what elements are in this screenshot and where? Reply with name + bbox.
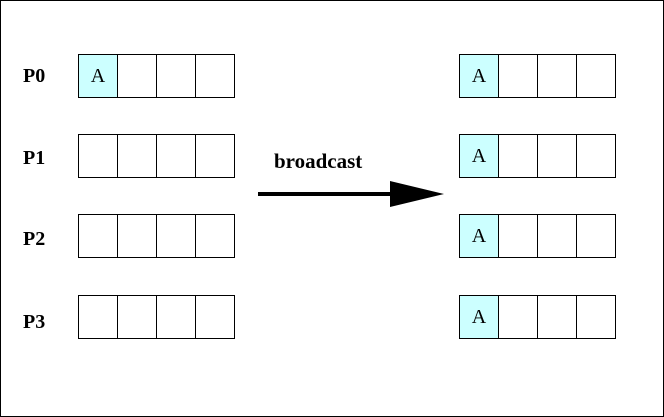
buffer-cell <box>78 214 118 258</box>
buffer-before-p1 <box>78 134 235 180</box>
buffer-cell <box>537 295 577 339</box>
buffer-after-p1: A <box>459 134 616 180</box>
buffer-cell <box>117 295 157 339</box>
buffer-cell <box>576 295 616 339</box>
buffer-cell <box>537 214 577 258</box>
buffer-after-p2: A <box>459 214 616 260</box>
buffer-cell <box>537 134 577 178</box>
buffer-cell <box>156 295 196 339</box>
buffer-cell <box>576 54 616 98</box>
buffer-cell <box>498 214 538 258</box>
buffer-cell <box>195 134 235 178</box>
buffer-cell <box>156 54 196 98</box>
process-label-p2: P2 <box>23 228 46 250</box>
process-label-p1: P1 <box>23 147 46 169</box>
buffer-cell: A <box>459 295 499 339</box>
buffer-before-p3 <box>78 295 235 341</box>
buffer-cell <box>195 214 235 258</box>
buffer-cell <box>195 54 235 98</box>
buffer-cell <box>156 214 196 258</box>
buffer-before-p2 <box>78 214 235 260</box>
buffer-cell <box>576 214 616 258</box>
buffer-cell <box>78 295 118 339</box>
right-arrow-icon <box>258 178 448 210</box>
buffer-before-p0: A <box>78 54 235 100</box>
buffer-cell <box>576 134 616 178</box>
buffer-cell <box>117 134 157 178</box>
process-label-p0: P0 <box>23 65 46 87</box>
buffer-cell <box>117 214 157 258</box>
buffer-after-p0: A <box>459 54 616 100</box>
buffer-cell <box>498 134 538 178</box>
buffer-cell: A <box>459 54 499 98</box>
process-label-p3: P3 <box>23 311 46 333</box>
buffer-cell <box>498 54 538 98</box>
buffer-cell <box>117 54 157 98</box>
buffer-cell <box>195 295 235 339</box>
buffer-cell <box>78 134 118 178</box>
buffer-cell <box>156 134 196 178</box>
buffer-cell: A <box>459 134 499 178</box>
operation-label: broadcast <box>274 149 363 173</box>
buffer-cell <box>498 295 538 339</box>
buffer-cell: A <box>78 54 118 98</box>
buffer-cell: A <box>459 214 499 258</box>
buffer-cell <box>537 54 577 98</box>
buffer-after-p3: A <box>459 295 616 341</box>
